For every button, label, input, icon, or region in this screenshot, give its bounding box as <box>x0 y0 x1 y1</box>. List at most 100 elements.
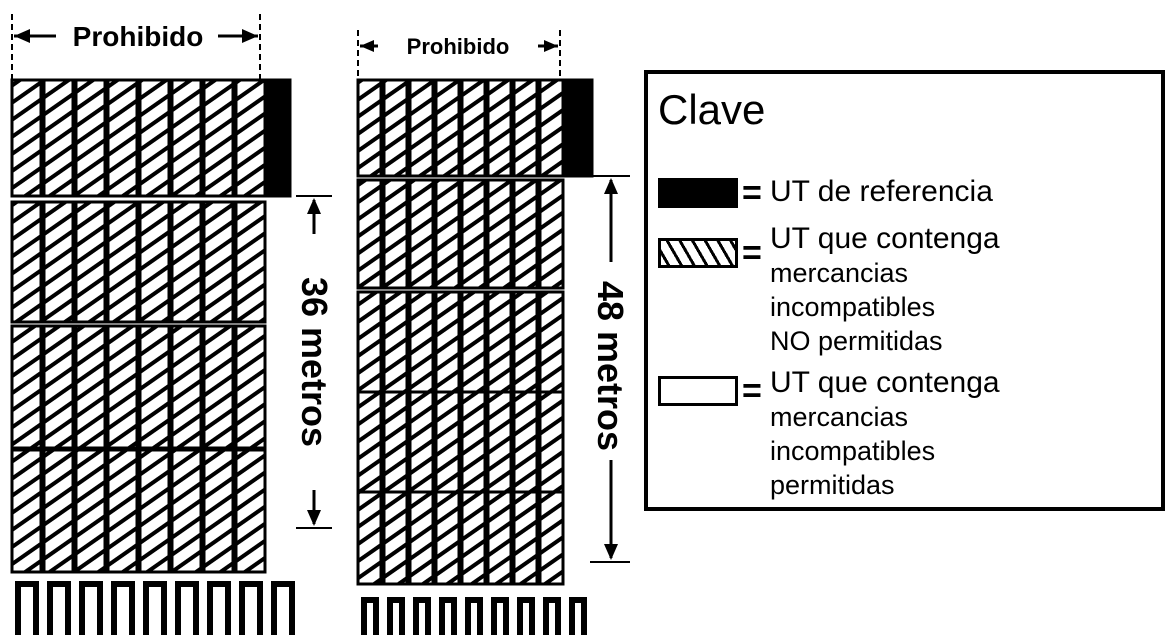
key-equals: = <box>742 234 762 272</box>
hatched-cargo-unit <box>486 490 513 586</box>
hatched-cargo-unit <box>512 490 539 586</box>
key-text-not-permitted-line4: NO permitidas <box>770 326 943 356</box>
hatched-cargo-unit <box>10 448 43 574</box>
hatched-cargo-unit <box>538 490 565 586</box>
key-text-reference: UT de referencia <box>770 175 993 208</box>
hatched-cargo-unit <box>74 448 107 574</box>
permitted-cargo-unit <box>143 581 167 635</box>
key-text-permitted-line4: permitidas <box>770 470 895 500</box>
permitted-cargo-unit <box>175 581 199 635</box>
hatched-cargo-unit <box>234 448 267 574</box>
permitted-cargo-unit <box>543 597 561 635</box>
hatched-cargo-unit <box>512 78 539 178</box>
hatched-cargo-unit <box>202 200 235 324</box>
right-prohibido-arrowhead-right <box>544 40 558 52</box>
right-dim-arrowhead-bottom <box>604 544 618 560</box>
right-distance-label: 48 metros <box>590 281 631 451</box>
reference-cargo-unit <box>266 78 292 198</box>
hatched-cargo-unit <box>356 390 383 494</box>
hatched-cargo-unit <box>434 290 461 394</box>
permitted-cargo-unit <box>413 597 431 635</box>
hatched-cargo-unit <box>10 78 43 198</box>
hatched-cargo-unit <box>382 290 409 394</box>
right-dim-arrowhead-top <box>604 178 618 194</box>
hatched-cargo-unit <box>382 178 409 290</box>
reference-unit-swatch <box>658 178 738 208</box>
hatched-cargo-unit <box>434 78 461 178</box>
key-equals: = <box>742 372 762 410</box>
hatched-cargo-unit <box>512 390 539 494</box>
hatched-cargo-unit <box>408 78 435 178</box>
hatched-cargo-unit <box>106 200 139 324</box>
permitted-cargo-unit <box>15 581 39 635</box>
hatched-cargo-unit <box>170 200 203 324</box>
key-equals: = <box>742 174 762 212</box>
key-panel: Clave = UT de referencia = UT que conten… <box>644 70 1165 511</box>
hatched-cargo-unit <box>538 390 565 494</box>
hatched-cargo-unit <box>356 290 383 394</box>
hatched-cargo-unit <box>356 78 383 178</box>
hatched-cargo-unit <box>460 390 487 494</box>
hatched-cargo-unit <box>42 78 75 198</box>
hatched-cargo-unit <box>382 490 409 586</box>
hatched-cargo-unit <box>382 78 409 178</box>
key-text-permitted-line3: incompatibles <box>770 436 936 466</box>
left-stack: Prohibido 36 metros <box>10 14 335 635</box>
hatched-cargo-unit <box>538 290 565 394</box>
hatched-cargo-unit <box>486 290 513 394</box>
permitted-cargo-unit <box>465 597 483 635</box>
hatched-cargo-unit <box>234 200 267 324</box>
hatched-cargo-unit <box>486 178 513 290</box>
permitted-cargo-unit <box>111 581 135 635</box>
hatched-cargo-unit <box>106 324 139 450</box>
permitted-cargo-unit <box>569 597 587 635</box>
permitted-cargo-unit <box>491 597 509 635</box>
hatched-cargo-unit <box>138 324 171 450</box>
hatched-cargo-unit <box>42 448 75 574</box>
key-text-not-permitted-line1: UT que contenga <box>770 222 1000 255</box>
permitted-cargo-unit <box>361 597 379 635</box>
key-text-not-permitted-line2: mercancias <box>770 258 909 288</box>
hatched-cargo-unit <box>170 448 203 574</box>
hatched-cargo-unit <box>486 390 513 494</box>
hatched-cargo-unit <box>486 78 513 178</box>
permitted-cargo-unit <box>439 597 457 635</box>
hatched-cargo-unit <box>138 78 171 198</box>
left-distance-label: 36 metros <box>294 277 335 447</box>
permitted-cargo-unit <box>271 581 295 635</box>
hatched-cargo-unit <box>202 448 235 574</box>
hatched-cargo-unit <box>10 200 43 324</box>
hatched-unit-swatch <box>658 238 738 268</box>
hatched-cargo-unit <box>170 78 203 198</box>
hatched-cargo-unit <box>10 324 43 450</box>
hatched-cargo-unit <box>408 490 435 586</box>
hatched-cargo-unit <box>538 78 565 178</box>
white-unit-swatch <box>658 376 738 406</box>
hatched-cargo-unit <box>170 324 203 450</box>
hatched-cargo-unit <box>106 78 139 198</box>
hatched-cargo-unit <box>408 290 435 394</box>
hatched-cargo-unit <box>106 448 139 574</box>
left-dim-arrowhead-bottom <box>307 510 321 526</box>
hatched-cargo-unit <box>382 390 409 494</box>
hatched-cargo-unit <box>408 390 435 494</box>
permitted-cargo-unit <box>517 597 535 635</box>
hatched-cargo-unit <box>42 324 75 450</box>
right-prohibido-arrowhead-left <box>360 40 374 52</box>
hatched-cargo-unit <box>408 178 435 290</box>
key-text-not-permitted-line3: incompatibles <box>770 292 936 322</box>
left-dim-arrowhead-top <box>307 198 321 214</box>
hatched-cargo-unit <box>74 200 107 324</box>
key-text-permitted-line1: UT que contenga <box>770 366 1000 399</box>
hatched-cargo-unit <box>460 290 487 394</box>
hatched-cargo-unit <box>460 490 487 586</box>
permitted-cargo-unit <box>387 597 405 635</box>
hatched-cargo-unit <box>74 78 107 198</box>
permitted-cargo-unit <box>239 581 263 635</box>
key-text-permitted-line2: mercancias <box>770 402 909 432</box>
hatched-cargo-unit <box>512 290 539 394</box>
hatched-cargo-unit <box>234 324 267 450</box>
hatched-cargo-unit <box>356 178 383 290</box>
permitted-cargo-unit <box>47 581 71 635</box>
reference-cargo-unit <box>564 78 594 178</box>
